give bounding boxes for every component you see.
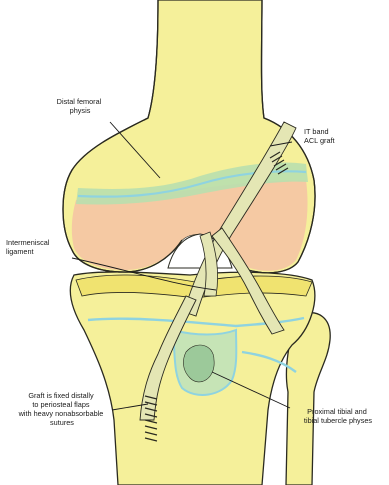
label-distal-femoral-physis: Distal femoral physis [57,97,104,115]
label-proximal-tibial-physes: Proximal tibial and tibial tubercle phys… [304,407,372,425]
label-intermeniscal-ligament: Intermeniscal ligament [6,238,51,256]
label-graft-fixed-distally: Graft is fixed distally to periosteal fl… [18,391,106,427]
label-it-band-acl-graft: IT band ACL graft [304,127,335,145]
